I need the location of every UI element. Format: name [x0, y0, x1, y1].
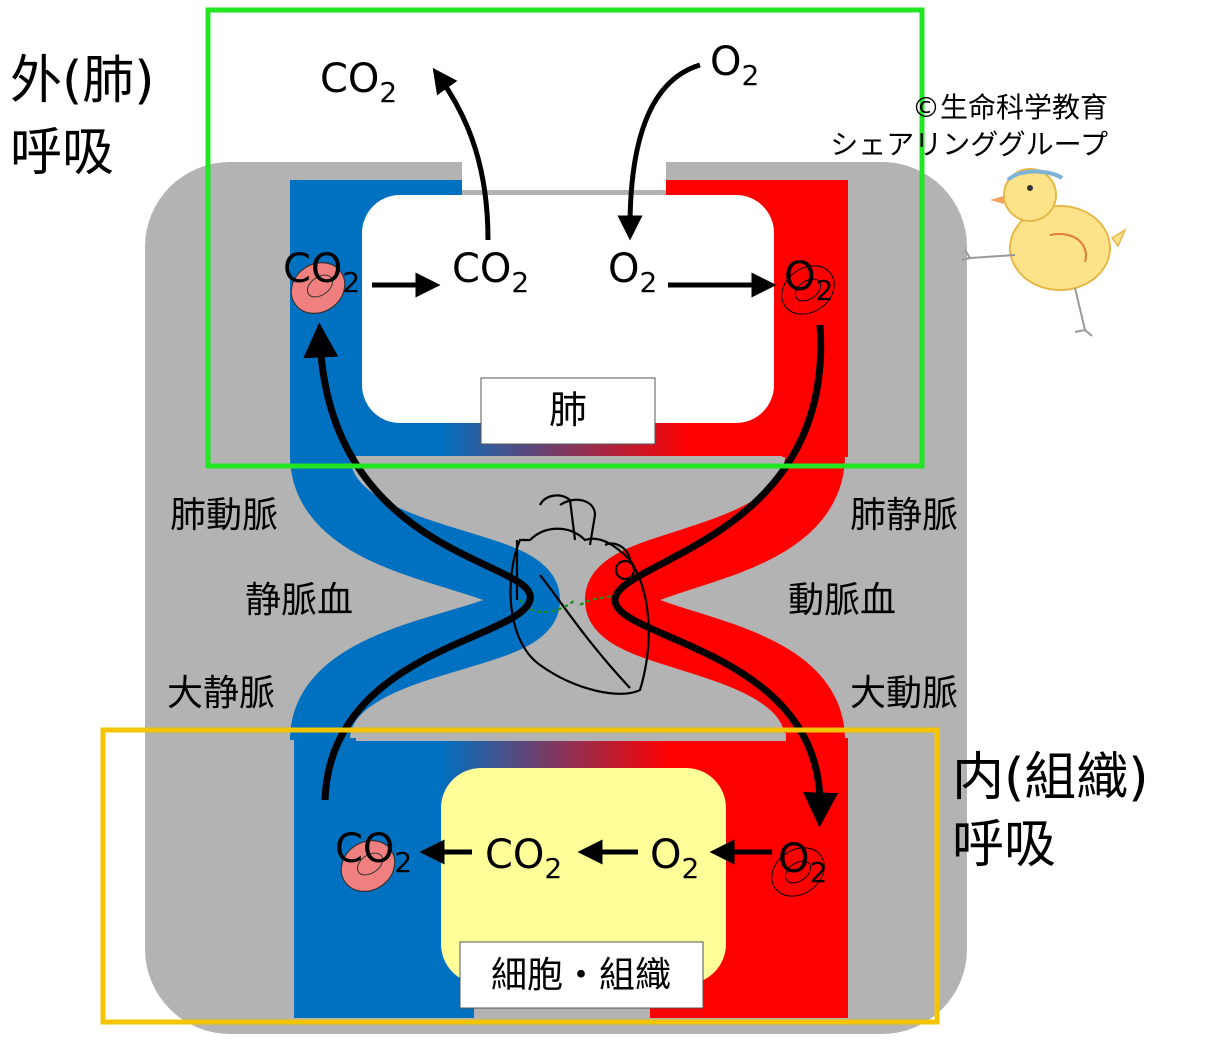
gas-co2-tissue: CO2: [485, 832, 562, 885]
lung-label: 肺: [549, 388, 587, 432]
rbc-tissue-venous: [340, 840, 396, 892]
svg-text:O2: O2: [778, 836, 827, 889]
label-aorta: 大動脈: [850, 673, 958, 714]
tissue-label-box: [459, 941, 704, 1009]
flow-arrow-up-left: [303, 322, 534, 801]
rbc-lung-arterial: [781, 265, 835, 315]
lung-inner: [362, 195, 774, 423]
svg-text:CO2: CO2: [485, 832, 562, 885]
copyright-line2: シェアリンググループ: [830, 128, 1108, 161]
external-respiration-title-line1: 外(肺): [10, 51, 155, 111]
vessel-mask-bottom: [356, 733, 786, 741]
internal-respiration-title-line1: 内(組織): [952, 748, 1149, 808]
lung-label-box: [480, 377, 656, 445]
tissue-label: 細胞・組織: [491, 955, 671, 996]
svg-text:O2: O2: [650, 832, 699, 885]
gas-co2-air: CO2: [320, 56, 397, 109]
gas-o2-air: O2: [710, 39, 759, 92]
co2-release-arrow: [432, 67, 491, 241]
gas-co2-rbc-lung: CO2: [283, 246, 360, 299]
internal-respiration-title-line2: 呼吸: [952, 815, 1056, 875]
label-arterial-blood: 動脈血: [788, 580, 896, 621]
label-venous-blood: 静脈血: [245, 580, 353, 621]
svg-text:CO2: CO2: [283, 246, 360, 299]
rbc-lung-venous: [290, 262, 346, 314]
gas-o2-alveolus: O2: [608, 246, 657, 299]
copyright-line1: ©生命科学教育: [912, 91, 1108, 124]
external-respiration-title-line2: 呼吸: [10, 123, 114, 183]
gas-co2-alveolus: CO2: [452, 246, 529, 299]
label-pulmonary-vein: 肺静脈: [850, 495, 958, 536]
gas-co2-rbc-tissue: CO2: [335, 826, 412, 879]
chick-mascot-icon: [961, 168, 1127, 337]
svg-text:CO2: CO2: [335, 826, 412, 879]
gas-o2-rbc-lung: O2: [784, 254, 833, 307]
svg-text:CO2: CO2: [452, 246, 529, 299]
gas-o2-tissue: O2: [650, 832, 699, 885]
flow-arrow-down-right: [611, 324, 839, 828]
rbc-tissue-arterial: [771, 847, 825, 897]
tissue-inner: [441, 768, 726, 984]
svg-text:O2: O2: [710, 39, 759, 92]
svg-text:CO2: CO2: [320, 56, 397, 109]
gas-o2-rbc-tissue: O2: [778, 836, 827, 889]
o2-intake-arrow: [617, 62, 701, 241]
svg-text:O2: O2: [608, 246, 657, 299]
svg-text:O2: O2: [784, 254, 833, 307]
label-vena-cava: 大静脈: [167, 673, 275, 714]
external-respiration-frame: [205, 7, 925, 469]
internal-respiration-frame: [100, 727, 940, 1025]
label-pulmonary-artery: 肺動脈: [170, 495, 278, 536]
vessel-mask-top: [356, 456, 782, 464]
